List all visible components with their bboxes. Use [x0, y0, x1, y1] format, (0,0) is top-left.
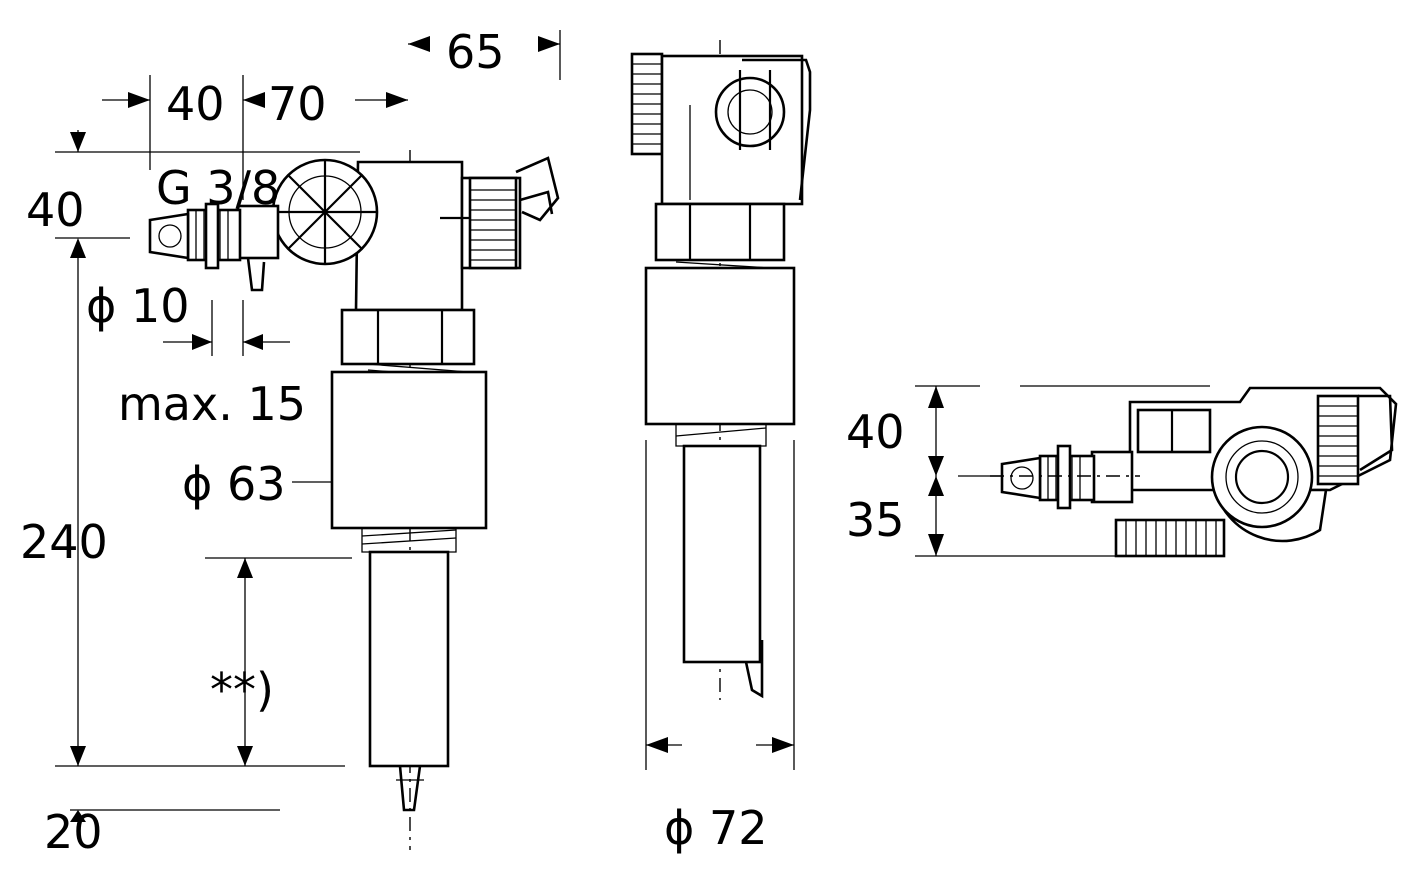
dimension-labels: 65 40 70 40 G 3/8 ϕ 10 max. 15 ϕ 63 240 …: [20, 25, 905, 859]
knurl-lines: [470, 189, 516, 261]
top-boss: [1210, 425, 1314, 529]
side-float: [644, 266, 796, 426]
lower-thread: [361, 527, 457, 553]
label-65: 65: [446, 25, 505, 79]
lock-nut: [204, 202, 220, 270]
hex-nut: [340, 308, 476, 366]
label-max-15: max. 15: [118, 377, 306, 431]
lever-clip: [515, 156, 560, 222]
label-thread: G 3/8: [156, 161, 280, 215]
label-40-top: 40: [166, 77, 225, 131]
side-lever: [742, 58, 812, 201]
inlet-tab: [246, 257, 266, 292]
side-shaft: [682, 444, 762, 664]
shaft-tip: [398, 765, 422, 812]
label-240: 240: [20, 515, 108, 569]
top-clip: [1358, 394, 1394, 472]
side-wheel: [714, 76, 786, 148]
filter-wheel-spokes: [273, 160, 377, 264]
top-inlet-boss: [1090, 450, 1134, 504]
shaft-tube: [368, 550, 450, 768]
label-dia-72: ϕ 72: [664, 801, 768, 855]
front-view: [148, 150, 560, 850]
knurled-nut: [468, 176, 518, 270]
lever-clip-detail: [519, 190, 554, 215]
label-40-left: 40: [26, 183, 85, 237]
label-20: 20: [44, 805, 103, 859]
label-70: 70: [268, 77, 327, 131]
label-35: 35: [846, 493, 905, 547]
top-knurl: [1316, 394, 1360, 486]
side-hex-nut: [654, 202, 786, 262]
top-nipple: [1000, 456, 1042, 500]
front-view-dimensions: [55, 30, 561, 822]
top-view: [915, 385, 1398, 558]
top-lock-nut: [1056, 444, 1072, 510]
inlet-nipple: [148, 212, 190, 260]
float-cylinder: [330, 370, 488, 530]
label-40-right: 40: [846, 405, 905, 459]
inlet-nipple-hole: [158, 224, 182, 248]
side-view: [630, 40, 812, 770]
label-dia-63: ϕ 63: [182, 457, 286, 511]
label-dia-10: ϕ 10: [86, 279, 190, 333]
top-window: [1136, 408, 1212, 454]
side-shaft-tip: [744, 640, 764, 699]
label-note: **): [210, 663, 274, 717]
top-ring: [1114, 518, 1226, 558]
